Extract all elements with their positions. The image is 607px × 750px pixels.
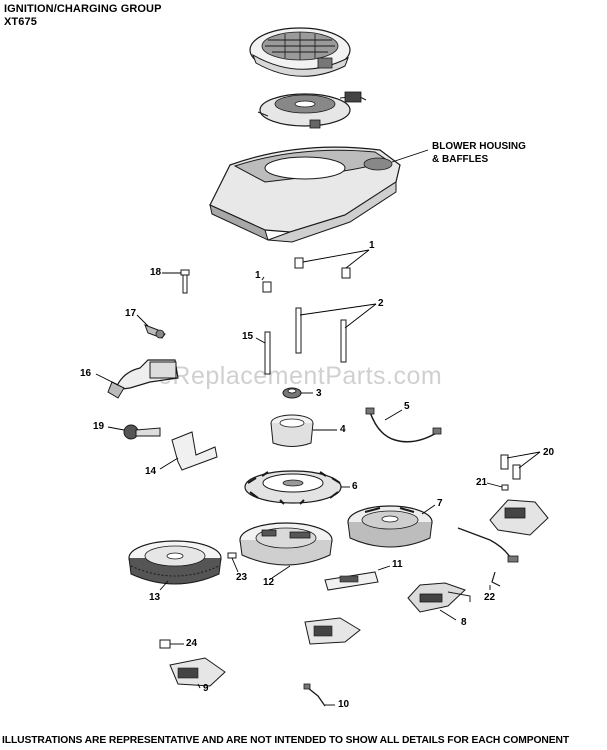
part-number-20: 20	[543, 447, 555, 458]
part-number-10: 10	[338, 699, 350, 710]
key-23	[227, 552, 237, 559]
part-number-23: 23	[236, 572, 248, 583]
flywheel-13	[128, 540, 222, 585]
wire-5	[365, 407, 442, 443]
screw-1	[262, 257, 351, 293]
part-number-13: 13	[149, 592, 161, 603]
grass-screen	[249, 27, 351, 77]
model-number: XT675	[4, 16, 37, 28]
part-number-7: 7	[437, 498, 443, 509]
screw-18	[180, 269, 190, 294]
part-number-16: 16	[80, 368, 92, 379]
part-number-6: 6	[352, 481, 358, 492]
bracket-11	[324, 571, 379, 591]
regulator-8	[407, 582, 471, 613]
wire-22	[491, 571, 501, 587]
part-number-8: 8	[461, 617, 467, 628]
disclaimer-footer: ILLUSTRATIONS ARE REPRESENTATIVE AND ARE…	[2, 735, 570, 746]
screw-20	[500, 454, 521, 480]
part-number-15: 15	[242, 331, 254, 342]
harness-plate	[304, 617, 361, 645]
part-number-19: 19	[93, 421, 105, 432]
stud-2	[295, 307, 347, 363]
flywheel-fan-6	[244, 470, 342, 505]
blower-housing-label-line2: & BAFFLES	[432, 154, 489, 165]
module-9	[169, 657, 226, 687]
screw-21	[501, 484, 509, 491]
recoil-starter	[257, 91, 367, 129]
blower-housing	[209, 146, 401, 243]
ignition-coil-16	[107, 359, 179, 399]
part-number-5: 5	[404, 401, 410, 412]
part-number-4: 4	[340, 424, 346, 435]
part-number-12: 12	[263, 577, 275, 588]
part-number-22: 22	[484, 592, 496, 603]
part-number-9: 9	[203, 683, 209, 694]
part-number-3: 3	[316, 388, 322, 399]
switch-19	[123, 424, 161, 440]
watermark: eReplacementParts.com	[158, 362, 443, 390]
clip-24	[159, 639, 171, 649]
part-number-21: 21	[476, 477, 488, 488]
nut-3	[282, 387, 302, 399]
part-number-2: 2	[378, 298, 384, 309]
module-bracket	[457, 499, 549, 563]
flywheel-12	[239, 522, 333, 566]
part-number-11: 11	[392, 559, 403, 570]
part-number-1: 1	[369, 240, 375, 251]
part-number-18: 18	[150, 267, 162, 278]
bracket-14	[171, 431, 218, 471]
diagram-title: IGNITION/CHARGING GROUP	[4, 3, 162, 15]
stud-15	[264, 331, 271, 375]
part-number-14: 14	[145, 466, 157, 477]
fan-cup-4	[270, 414, 314, 447]
part-number-24: 24	[186, 638, 198, 649]
blower-housing-label-line1: BLOWER HOUSING	[432, 141, 526, 152]
wire-10	[303, 683, 326, 707]
part-number-17: 17	[125, 308, 137, 319]
spark-plug-17	[144, 324, 166, 339]
flywheel-7	[347, 505, 433, 548]
part-number-1b: 1	[255, 270, 261, 281]
